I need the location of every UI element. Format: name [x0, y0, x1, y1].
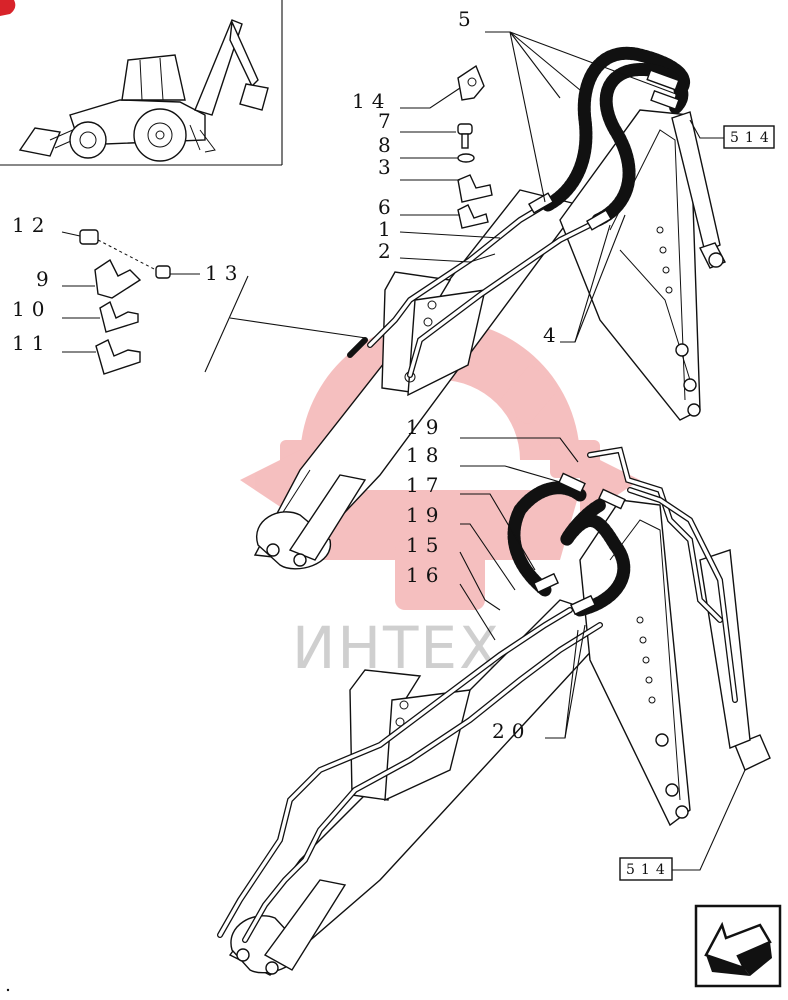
leader-lines: [61, 31, 746, 871]
label-18: 18: [406, 443, 445, 467]
next-page-button[interactable]: [694, 904, 782, 988]
watermark-text: ИНТЕХ: [292, 614, 501, 682]
label-5: 5: [458, 7, 478, 31]
callout-labels: 5 14 7 8 3 6 1 2 12 13 9 10 11 4 19 18 1…: [12, 7, 563, 743]
part-8-washer: [457, 153, 475, 163]
label-6: 6: [378, 195, 398, 219]
tractor-loader-backhoe-thumbnail: [18, 19, 269, 162]
label-19-top: 19: [406, 415, 445, 439]
small-parts: [79, 64, 493, 375]
label-19-bottom: 19: [406, 503, 445, 527]
reference-box-bottom: 514: [619, 857, 673, 881]
label-4: 4: [543, 323, 563, 347]
label-2: 2: [378, 239, 398, 263]
part-7-bolt: [457, 123, 473, 135]
label-10: 10: [12, 297, 51, 321]
part-9-clamp: [94, 258, 142, 299]
corner-marker-icon: [0, 0, 16, 16]
part-14-clip: [457, 64, 485, 101]
part-6-clamp: [457, 204, 489, 229]
label-17: 17: [406, 473, 445, 497]
part-10-clamp: [99, 300, 139, 333]
label-3: 3: [378, 155, 398, 179]
part-11-clamp: [95, 339, 141, 375]
label-13: 13: [205, 261, 244, 285]
label-15: 15: [406, 533, 445, 557]
label-12: 12: [12, 213, 51, 237]
machine-thumbnail: [0, 0, 283, 166]
lower-boom-assembly: [217, 446, 771, 976]
label-11: 11: [12, 331, 51, 355]
reference-box-bottom-text: 514: [626, 862, 671, 878]
reference-box-top-text: 514: [730, 130, 775, 146]
label-1: 1: [378, 217, 398, 241]
label-8: 8: [378, 133, 398, 157]
part-13-nut: [155, 265, 171, 279]
label-14: 14: [352, 89, 391, 113]
label-20: 20: [492, 719, 531, 743]
reference-box-top: 514: [723, 125, 775, 149]
label-16: 16: [406, 563, 445, 587]
page-dot: [6, 988, 10, 992]
part-12-bolt: [79, 229, 99, 245]
label-7: 7: [378, 109, 398, 133]
upper-boom-assembly: [253, 46, 726, 570]
part-3-clamp: [457, 174, 493, 203]
next-page-arrow-icon: [704, 921, 772, 976]
label-9: 9: [36, 267, 56, 291]
